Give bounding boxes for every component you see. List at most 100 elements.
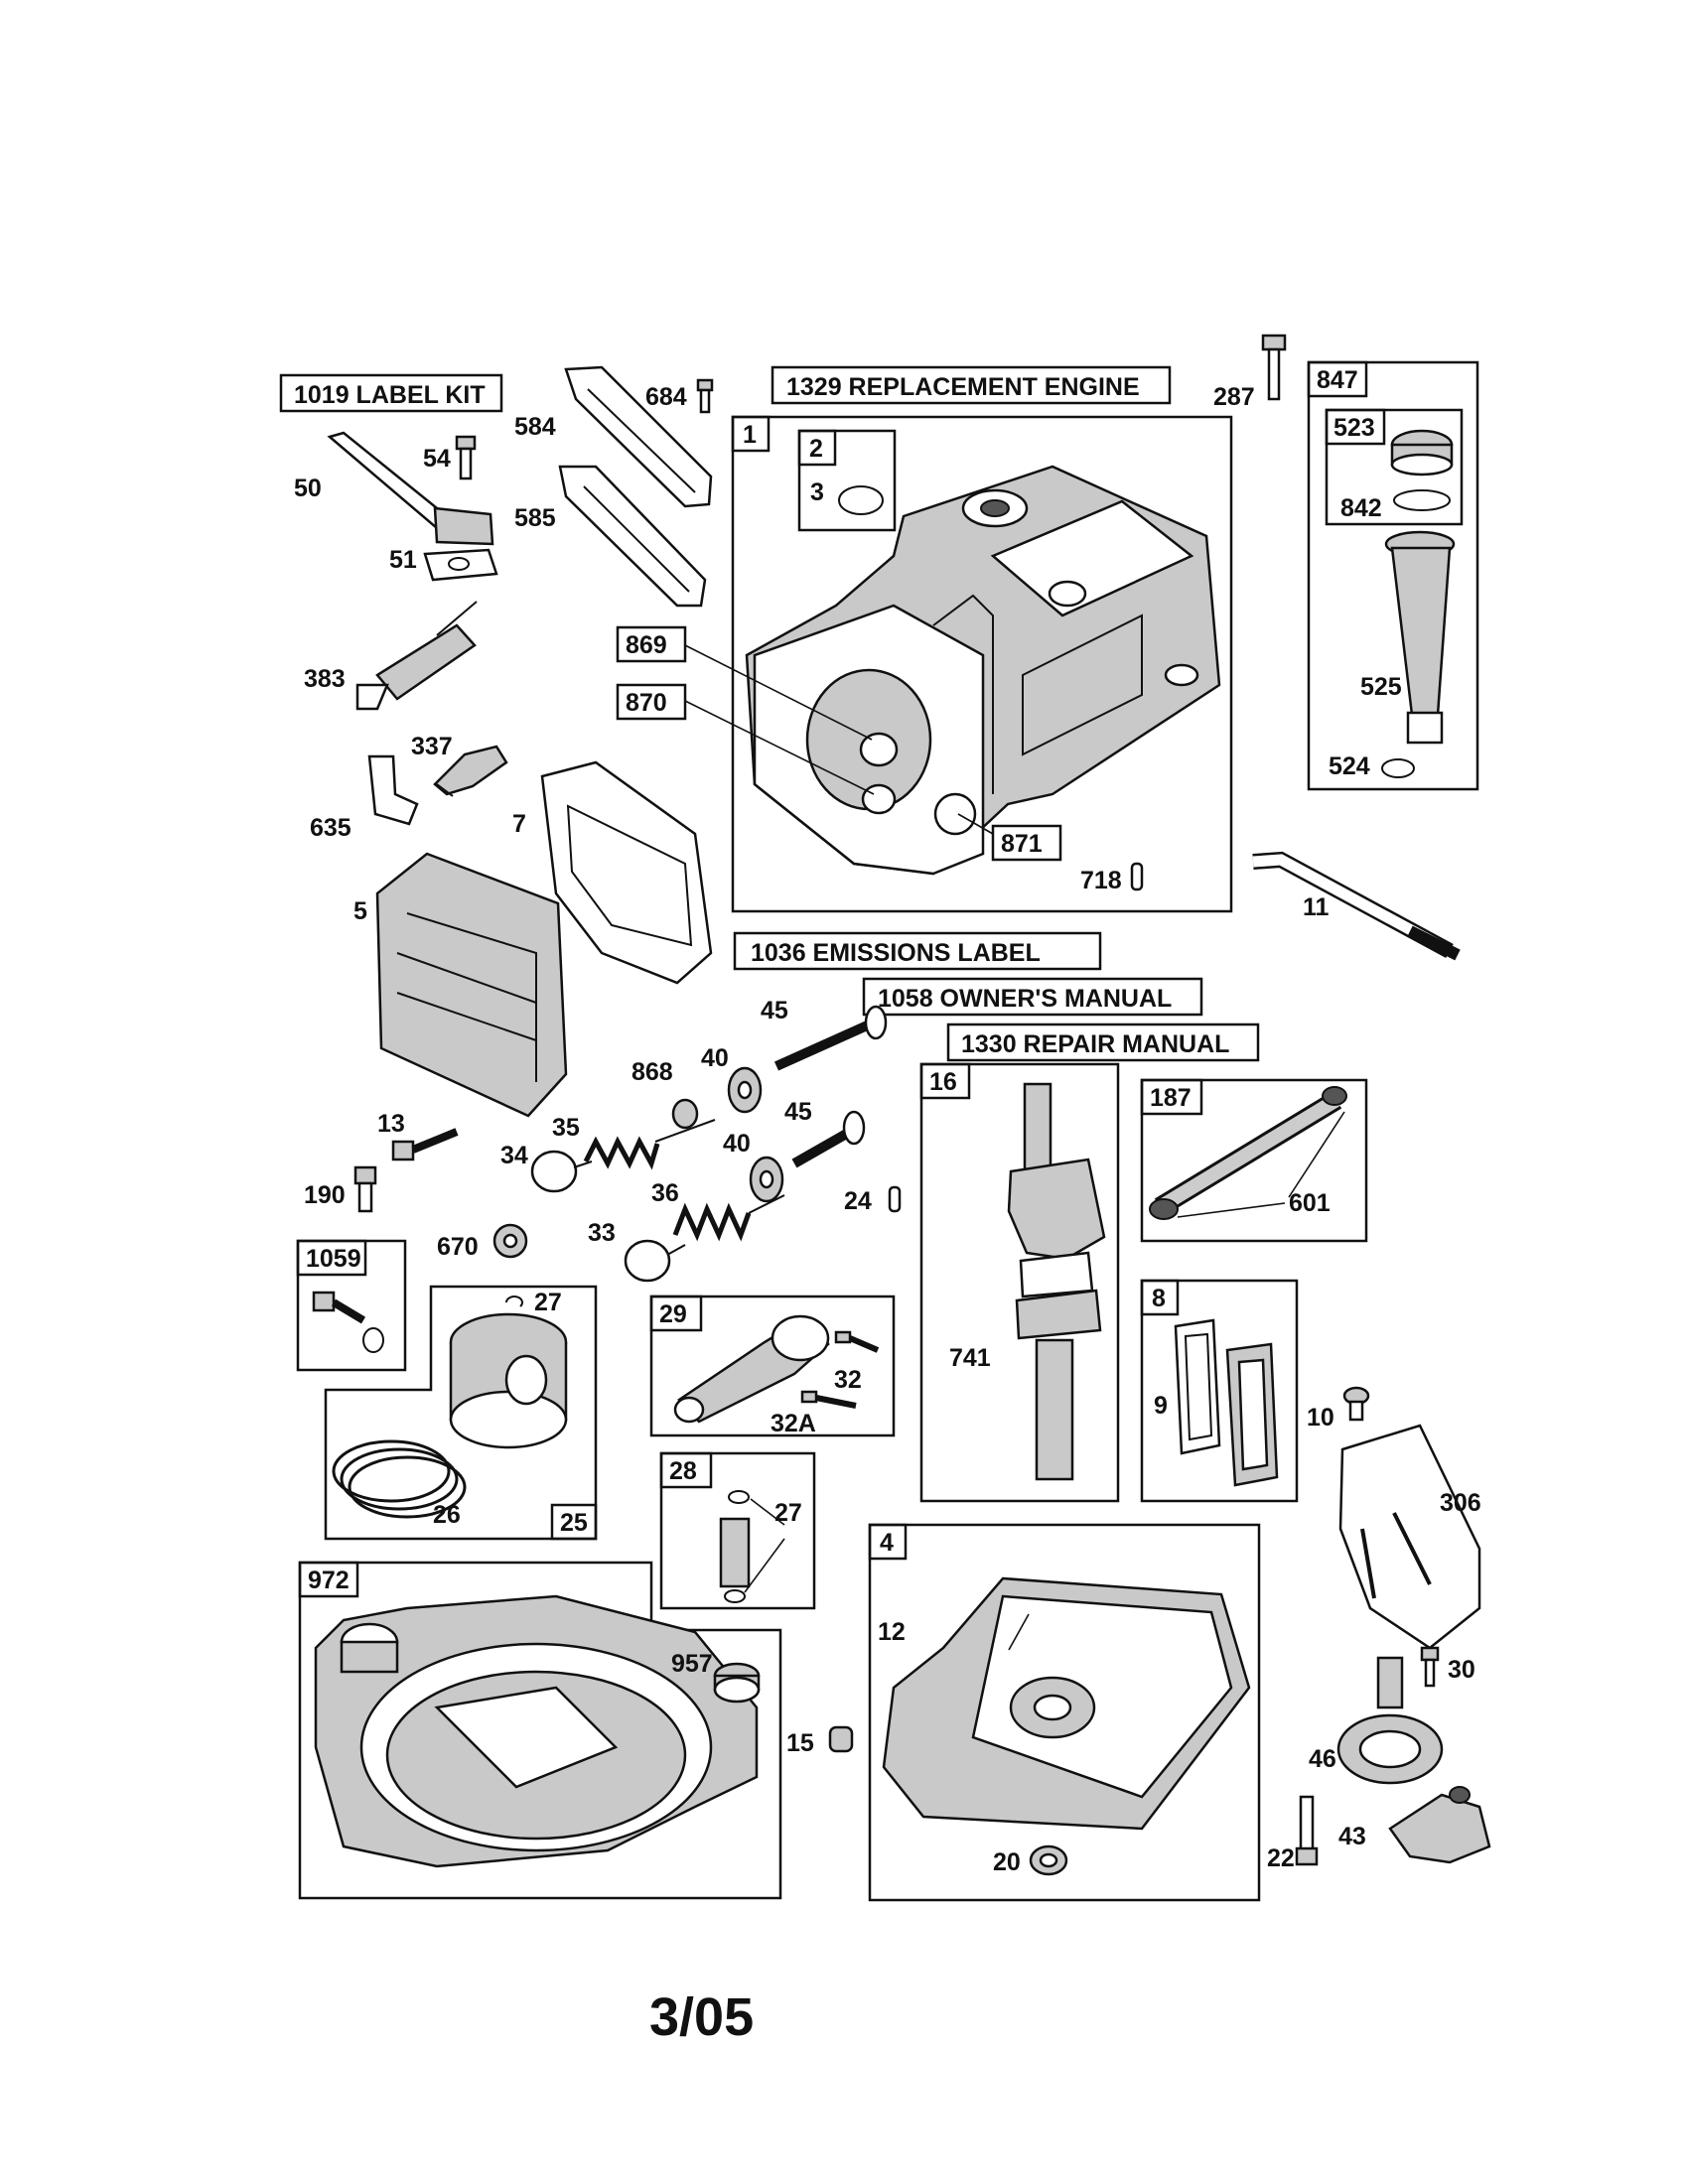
shield-306 [1338, 1424, 1481, 1650]
piston-kit-frame: 25 [324, 1285, 598, 1541]
rod-bolts [800, 1330, 880, 1409]
breather-tube [1252, 851, 1461, 961]
gasket-584 [564, 365, 713, 508]
label-b16: 16 [929, 1068, 957, 1096]
head-gasket [540, 760, 713, 985]
label-p30: 30 [1448, 1656, 1475, 1684]
sump [882, 1576, 1251, 1831]
label-p868: 868 [632, 1058, 673, 1086]
gasket-51 [423, 548, 498, 582]
valve-spring-36 [672, 1194, 785, 1242]
screw-54 [455, 435, 477, 480]
label-p33: 33 [588, 1219, 616, 1247]
label-p27a: 27 [534, 1289, 562, 1316]
owners-manual-header: 1058 OWNER'S MANUAL [862, 977, 1203, 1017]
sump-frame: 4 [868, 1523, 1261, 1902]
label-p684: 684 [645, 383, 687, 411]
control-bracket [327, 431, 494, 546]
bolt-22 [1295, 1795, 1319, 1866]
label-p54: 54 [423, 445, 451, 473]
wrist-pin-frame: 28 [659, 1451, 816, 1610]
label-p584: 584 [514, 413, 556, 441]
label-p585: 585 [514, 504, 556, 532]
bolt-190 [353, 1165, 377, 1213]
wrist-pin [719, 1490, 785, 1603]
label-p7: 7 [512, 810, 526, 838]
label-p10: 10 [1307, 1404, 1334, 1432]
label-p32: 32 [834, 1366, 862, 1394]
label-p40a: 40 [701, 1044, 729, 1072]
label-p741: 741 [949, 1344, 991, 1372]
push-rod-upper [773, 1005, 888, 1071]
label-p27b: 27 [774, 1499, 802, 1527]
dipstick-cap [1390, 429, 1454, 511]
label-p957: 957 [671, 1650, 713, 1678]
label-p46: 46 [1309, 1745, 1336, 1773]
label-p842: 842 [1340, 494, 1382, 522]
label-p51: 51 [389, 546, 417, 574]
bolt-and-washer-1059 [312, 1291, 384, 1353]
kit-187-frame: 187 [1140, 1078, 1368, 1243]
governor-lever [1388, 1786, 1491, 1864]
label-p40b: 40 [723, 1130, 751, 1158]
callout-871: 871 [957, 813, 1062, 862]
dipstick-tube [1384, 530, 1456, 745]
push-rod-lower [791, 1110, 866, 1168]
label-p34: 34 [500, 1142, 528, 1169]
blower-housing-frame: 972 [298, 1561, 782, 1900]
retainer-lower [749, 1156, 784, 1203]
label-p635: 635 [310, 814, 351, 842]
label-p26: 26 [433, 1501, 461, 1529]
label-b28: 28 [669, 1457, 697, 1485]
cylinder-head [375, 852, 568, 1118]
label-p12: 12 [878, 1618, 906, 1646]
label-p670: 670 [437, 1233, 479, 1261]
spark-plug-boot [367, 754, 419, 826]
engine-block-frame: 1 2 3 [731, 415, 1233, 913]
label-b523: 523 [1333, 414, 1375, 442]
label-b29: 29 [659, 1300, 687, 1328]
bolt-13 [391, 1128, 459, 1161]
emissions-label-header: 1036 EMISSIONS LABEL [733, 931, 1102, 971]
label-p524: 524 [1329, 752, 1370, 780]
connecting-rod [673, 1314, 830, 1424]
label-p15: 15 [786, 1729, 814, 1757]
screw-287 [1261, 334, 1287, 401]
label-p718: 718 [1080, 867, 1122, 894]
connecting-rod-frame: 29 [649, 1295, 896, 1437]
label-p5: 5 [353, 897, 367, 925]
crankshaft-frame: 16 [919, 1062, 1120, 1503]
label-b1: 1 [743, 421, 757, 449]
callout-870: 870 [616, 683, 875, 795]
tube-o-ring [1381, 758, 1415, 778]
governor-gear [1336, 1656, 1444, 1785]
label-emissions_label: 1036 EMISSIONS LABEL [751, 939, 1041, 967]
label-p36: 36 [651, 1179, 679, 1207]
label-p306: 306 [1440, 1489, 1481, 1517]
replacement-engine-header: 1329 REPLACEMENT ENGINE [771, 365, 1172, 405]
callout-869: 869 [616, 625, 873, 741]
nut-957 [713, 1662, 761, 1704]
label-p45b: 45 [784, 1098, 812, 1126]
cylinder-block [745, 465, 1221, 876]
label-p383: 383 [304, 665, 346, 693]
date-code: 3/05 [649, 1987, 754, 2047]
label-p45a: 45 [761, 997, 788, 1024]
tube-187 [1149, 1086, 1347, 1220]
piston-rings [332, 1439, 467, 1519]
label-p525: 525 [1360, 673, 1402, 701]
label-b870: 870 [626, 689, 667, 717]
label-p601: 601 [1289, 1189, 1331, 1217]
label-p22: 22 [1267, 1844, 1295, 1872]
clip-27-upper [505, 1296, 523, 1307]
label-p20: 20 [993, 1848, 1021, 1876]
valve-spring-35 [583, 1119, 716, 1170]
seal-868 [671, 1098, 699, 1130]
valve-34 [530, 1150, 593, 1193]
label-p35: 35 [552, 1114, 580, 1142]
label-b869: 869 [626, 631, 667, 659]
retainer-upper [727, 1066, 763, 1114]
label-b972: 972 [308, 1567, 350, 1594]
piston [449, 1312, 568, 1449]
